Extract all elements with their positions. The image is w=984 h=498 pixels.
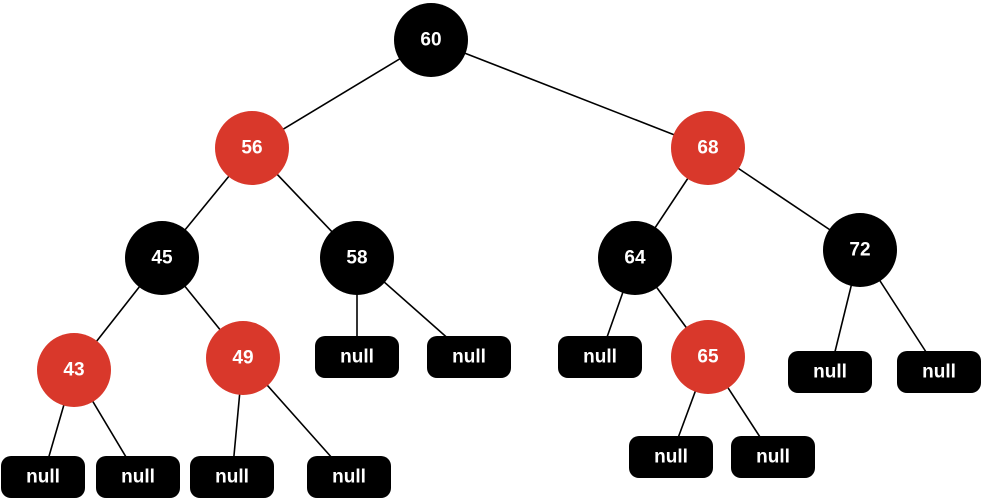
tree-node-49: 49 [206,321,280,395]
null-leaf-box [96,456,180,498]
node-value: 72 [849,240,870,261]
null-leaf-box [315,336,399,378]
node-value: 64 [624,248,646,269]
null-leaf: null [788,351,872,393]
null-leaf-label: null [654,447,688,468]
node-value: 58 [346,248,367,269]
null-leaf: null [558,336,642,378]
null-leaf: null [315,336,399,378]
null-leaf-label: null [26,467,60,488]
tree-node-68: 68 [671,111,745,185]
tree-node-45: 45 [125,221,199,295]
null-leaf-box [629,436,713,478]
node-value: 49 [232,348,253,369]
node-value: 68 [697,138,718,159]
node-value: 56 [241,138,262,159]
null-leaf-box [427,336,511,378]
null-leaf-box [788,351,872,393]
tree-node-43: 43 [37,333,111,407]
red-node-circle [206,321,280,395]
node-value: 60 [420,30,441,51]
null-leaf: null [897,351,981,393]
black-node-circle [394,3,468,77]
null-leaf: null [307,456,391,498]
null-leaf-label: null [756,447,790,468]
node-value: 65 [697,347,719,368]
tree-node-56: 56 [215,111,289,185]
null-leaf-label: null [121,467,155,488]
null-leaf-label: null [922,362,956,383]
null-leaf-box [1,456,85,498]
null-leaf-label: null [332,467,366,488]
null-leaf: null [1,456,85,498]
tree-node-60: 60 [394,3,468,77]
null-leaf-box [897,351,981,393]
black-node-circle [598,221,672,295]
edge-n60-n68 [430,39,709,149]
null-leaf-label: null [340,347,374,368]
tree-node-64: 64 [598,221,672,295]
red-node-circle [215,111,289,185]
null-leaf-box [307,456,391,498]
null-leaf: null [731,436,815,478]
tree-node-72: 72 [823,213,897,287]
null-leaf-box [190,456,274,498]
null-leaf-label: null [452,347,486,368]
null-leaf-label: null [215,467,249,488]
black-node-circle [320,221,394,295]
null-leaf: null [427,336,511,378]
tree-nodes: 60 56 68 45 58 64 72 43 49 65 [37,3,897,407]
black-node-circle [823,213,897,287]
null-leaf-box [558,336,642,378]
null-leaf: null [190,456,274,498]
tree-node-58: 58 [320,221,394,295]
null-leaf-label: null [813,362,847,383]
null-leaf-label: null [583,347,617,368]
black-node-circle [125,221,199,295]
node-value: 45 [151,248,173,269]
red-node-circle [671,111,745,185]
red-node-circle [671,320,745,394]
node-value: 43 [63,360,84,381]
null-leaves: null null null null null null null null null null… [1,336,981,498]
red-node-circle [37,333,111,407]
null-leaf-box [731,436,815,478]
tree-node-65: 65 [671,320,745,394]
null-leaf: null [629,436,713,478]
null-leaf: null [96,456,180,498]
